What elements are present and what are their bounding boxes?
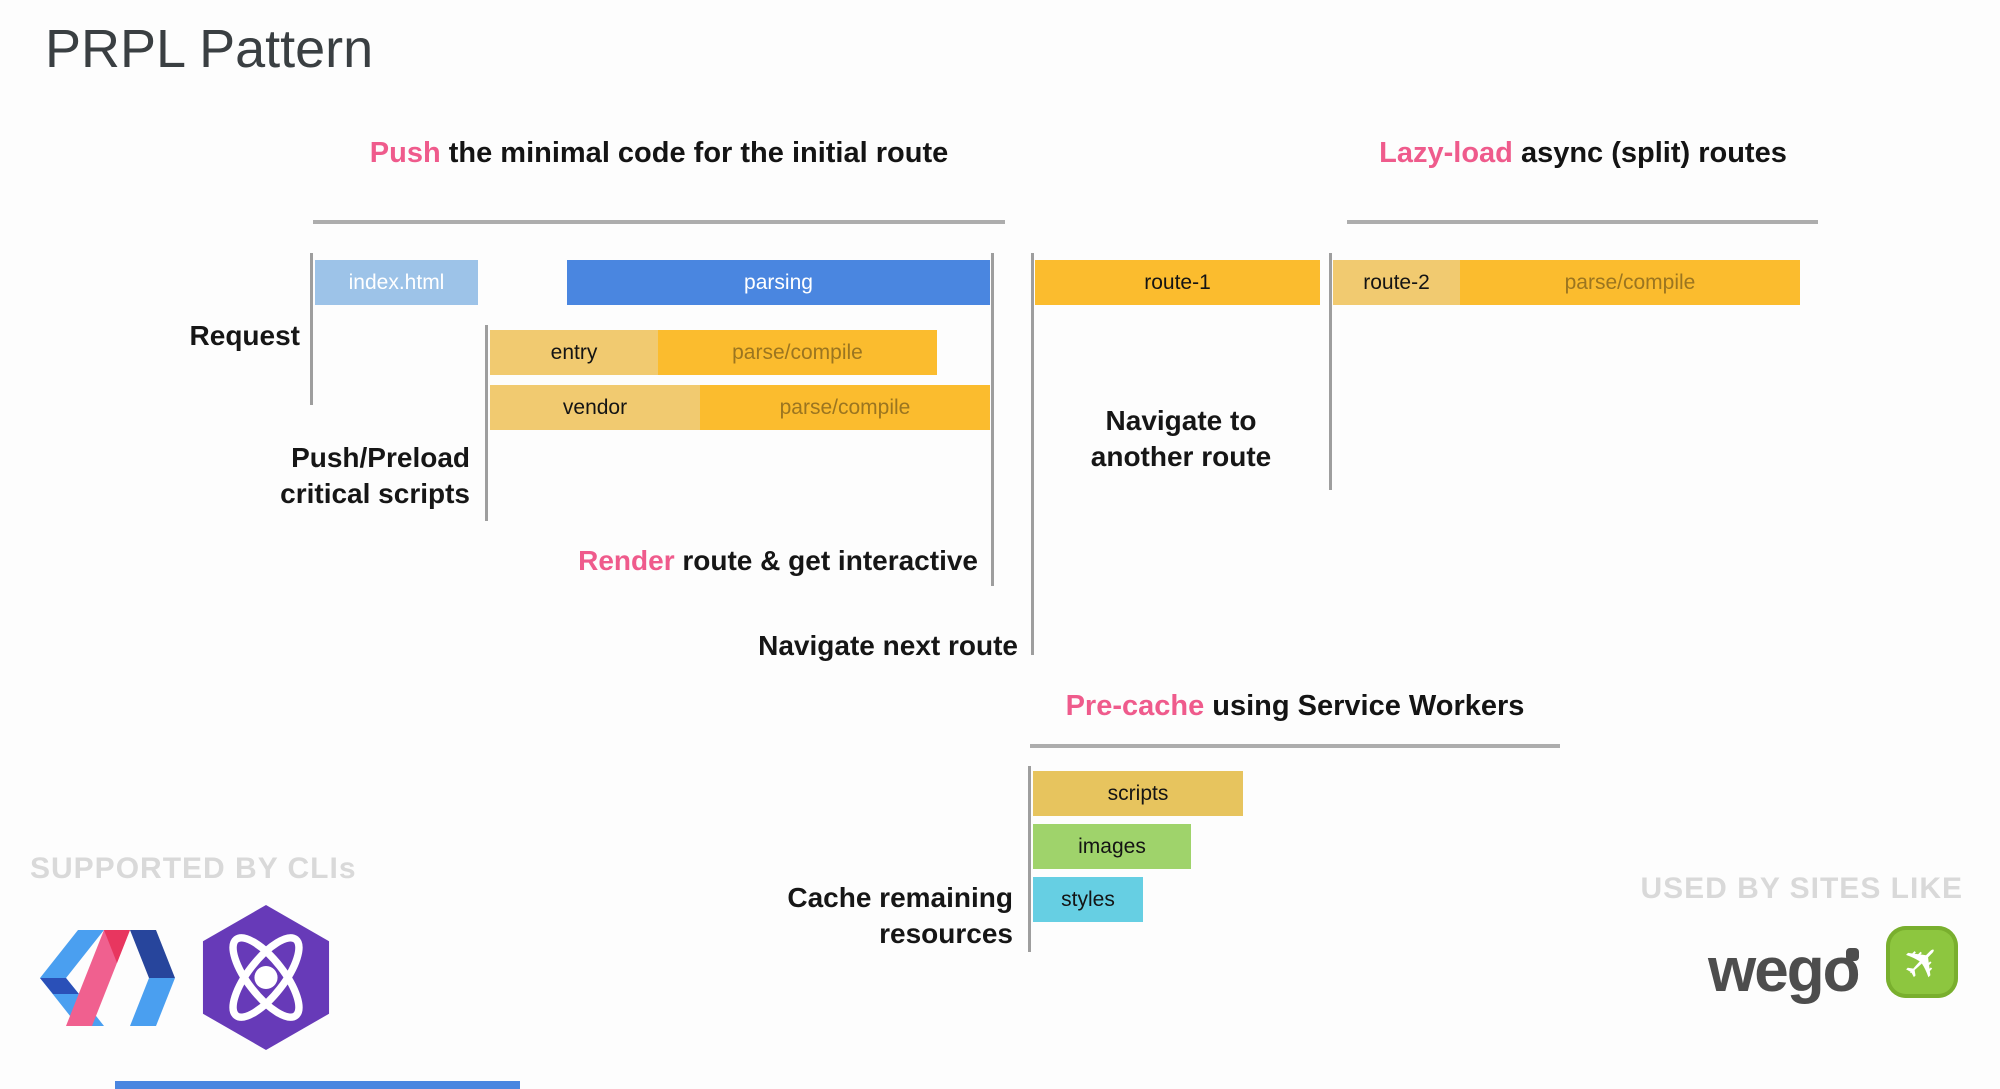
- route2-line: [1329, 253, 1332, 490]
- preact-logo-icon: [202, 905, 330, 1050]
- airplane-icon: ✈: [1889, 929, 1955, 995]
- label-render: Render route & get interactive: [478, 543, 978, 579]
- label-navigate-to-line2: another route: [1090, 441, 1272, 472]
- header-push: Push the minimal code for the initial ro…: [313, 137, 1005, 170]
- bar-scripts: scripts: [1033, 771, 1243, 816]
- bar-index-html: index.html: [315, 260, 478, 305]
- polymer-logo-icon: [40, 930, 175, 1026]
- header-push-rest: the minimal code for the initial route: [440, 137, 949, 169]
- precache-line: [1028, 766, 1031, 952]
- header-precache-rest: using Service Workers: [1204, 690, 1525, 722]
- label-cache-remaining-line1: Cache remaining: [787, 882, 1013, 913]
- label-push-preload-line1: Push/Preload: [291, 442, 470, 473]
- header-push-underline: [313, 220, 1005, 224]
- bar-entry-parse-compile: parse/compile: [658, 330, 937, 375]
- page-title: PRPL Pattern: [45, 19, 374, 79]
- watermark-used-by-sites: USED BY SITES LIKE: [1640, 872, 1963, 905]
- navigate-next-line: [1031, 253, 1034, 655]
- bar-parsing: parsing: [567, 260, 990, 305]
- label-render-rest: route & get interactive: [674, 545, 978, 576]
- bottom-blue-strip: [115, 1081, 520, 1089]
- request-line: [310, 253, 313, 405]
- header-lazyload-rest: async (split) routes: [1512, 137, 1787, 169]
- header-precache: Pre-cache using Service Workers: [1030, 690, 1560, 723]
- label-cache-remaining-line2: resources: [879, 918, 1013, 949]
- header-precache-underline: [1030, 744, 1560, 748]
- watermark-supported-by-clis: SUPPORTED BY CLIs: [30, 852, 357, 885]
- header-lazyload: Lazy-load async (split) routes: [1347, 137, 1819, 170]
- bar-entry: entry: [490, 330, 658, 375]
- label-render-highlight: Render: [578, 545, 675, 576]
- header-precache-highlight: Pre-cache: [1065, 690, 1205, 722]
- bar-styles: styles: [1033, 877, 1143, 922]
- label-cache-remaining: Cache remaining resources: [663, 880, 1013, 952]
- label-push-preload-line2: critical scripts: [280, 478, 470, 509]
- bar-vendor: vendor: [490, 385, 700, 430]
- push-preload-line: [485, 325, 488, 521]
- render-line: [991, 253, 994, 586]
- label-push-preload: Push/Preload critical scripts: [170, 440, 470, 512]
- label-navigate-to-line1: Navigate to: [1105, 405, 1257, 436]
- label-request: Request: [189, 320, 300, 351]
- bar-images: images: [1033, 824, 1191, 869]
- label-navigate-to: Navigate to another route: [1040, 403, 1322, 475]
- wego-logo-text: wego: [1708, 936, 1860, 1005]
- wego-logo-badge: ✈: [1886, 926, 1958, 998]
- bar-route-1: route-1: [1035, 260, 1320, 305]
- bar-vendor-parse-compile: parse/compile: [700, 385, 990, 430]
- bar-route-2-parse-compile: parse/compile: [1460, 260, 1800, 305]
- bar-route-2: route-2: [1333, 260, 1460, 305]
- header-lazyload-highlight: Lazy-load: [1379, 137, 1513, 169]
- header-lazyload-underline: [1347, 220, 1818, 224]
- wego-logo-dot: [1846, 948, 1859, 961]
- header-push-highlight: Push: [369, 137, 441, 169]
- label-navigate-next: Navigate next route: [758, 630, 1018, 661]
